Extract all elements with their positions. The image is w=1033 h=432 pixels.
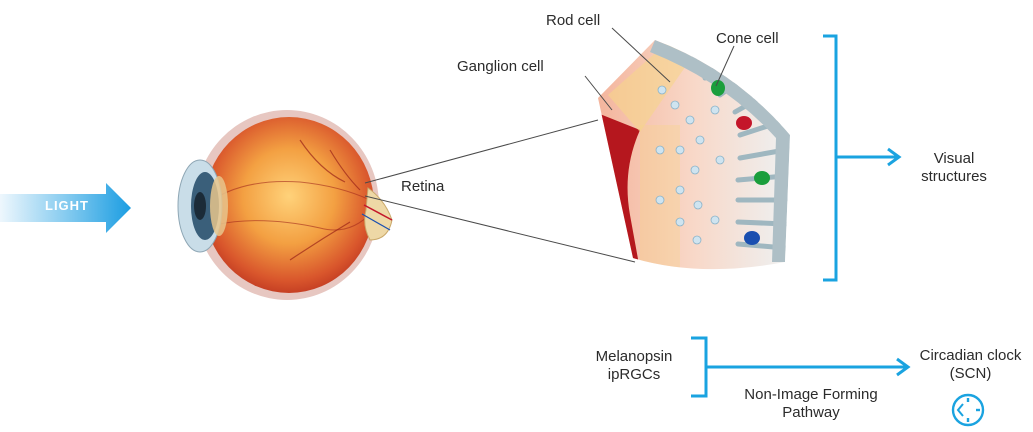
- visual-structures-line2: structures: [904, 168, 1004, 186]
- circadian-line1: Circadian clock: [908, 347, 1033, 365]
- visual-structures-line1: Visual: [904, 150, 1004, 168]
- retina-cross-section: [590, 40, 790, 270]
- melanopsin-line2: ipRGCs: [586, 366, 682, 384]
- visual-bracket: [823, 36, 899, 280]
- melanopsin-line1: Melanopsin: [586, 348, 682, 366]
- ganglion-cell-label: Ganglion cell: [457, 58, 544, 76]
- pathway-label: Non-Image Forming Pathway: [726, 386, 896, 422]
- circadian-line2: (SCN): [908, 365, 1033, 383]
- visual-structures-label: Visual structures: [904, 150, 1004, 186]
- eye-illustration: [178, 110, 392, 300]
- cone-cell-blue: [744, 231, 760, 245]
- light-label: LIGHT: [22, 198, 112, 213]
- circadian-label: Circadian clock (SCN): [908, 347, 1033, 383]
- retina-label: Retina: [401, 178, 444, 196]
- pathway-line2: Pathway: [726, 404, 896, 422]
- pathway-line1: Non-Image Forming: [726, 386, 896, 404]
- rod-cell-label: Rod cell: [546, 12, 600, 30]
- melanopsin-label: Melanopsin ipRGCs: [586, 348, 682, 384]
- cone-cell-red: [736, 116, 752, 130]
- cone-cell-label: Cone cell: [716, 30, 779, 48]
- cone-cell-green-2: [754, 171, 770, 185]
- clock-icon: [953, 395, 983, 425]
